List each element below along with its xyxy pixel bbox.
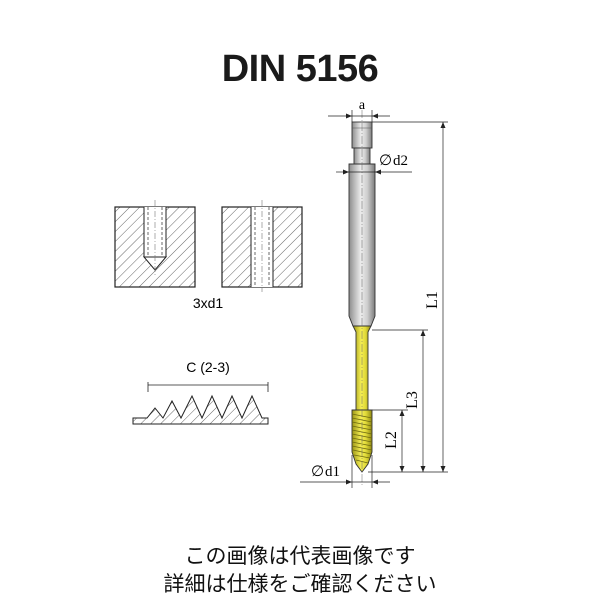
through-hole-block <box>221 200 303 292</box>
L1-label: L1 <box>424 291 441 309</box>
d1-label: d1 <box>325 464 340 480</box>
caption-representative-image: この画像は代表画像です <box>184 544 416 568</box>
L2-label: L2 <box>383 431 400 449</box>
diameter-icon: ∅ <box>311 464 324 480</box>
a-label: a <box>359 98 366 113</box>
hole-depth-label: 3xd1 <box>193 295 224 311</box>
chamfer-profile <box>132 382 269 425</box>
d2-label: d2 <box>393 153 408 169</box>
caption-check-specs: 詳細は仕様をご確認ください <box>163 572 437 596</box>
dimension-a: a <box>328 98 390 122</box>
tap-body <box>348 110 376 485</box>
dimension-d2: ∅ d2 <box>336 153 412 175</box>
L3-label: L3 <box>404 391 421 409</box>
dimension-d1: ∅ d1 <box>300 455 390 488</box>
blind-hole-block <box>114 200 196 288</box>
dimension-L1: L1 <box>368 121 448 473</box>
dimension-L2: L2 <box>372 409 408 472</box>
diameter-icon: ∅ <box>379 153 392 169</box>
page-title: DIN 5156 <box>221 48 379 90</box>
dimension-L3: L3 <box>372 329 428 472</box>
chamfer-label: C (2-3) <box>186 359 230 375</box>
